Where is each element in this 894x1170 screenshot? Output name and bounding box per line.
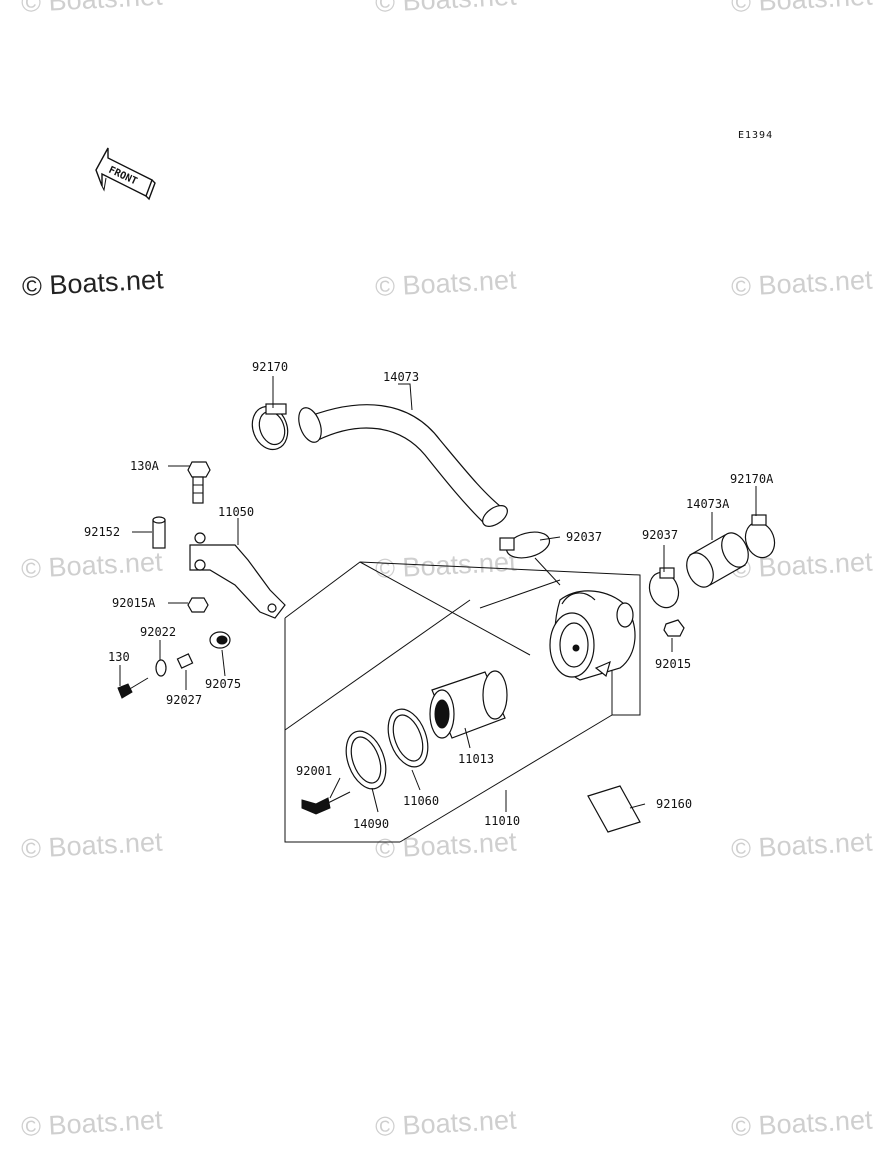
- bolt-130A: [187, 461, 211, 504]
- pad-92160: [587, 785, 641, 833]
- label-92037-center: 92037: [566, 530, 602, 544]
- label-92001: 92001: [296, 764, 332, 778]
- label-14073A: 14073A: [686, 497, 730, 511]
- wing-bolt-92001: [301, 791, 351, 815]
- collar-92027: [176, 653, 194, 669]
- label-130: 130: [108, 650, 130, 664]
- grommet-92075: [209, 631, 231, 649]
- nut-92015A: [187, 597, 209, 613]
- label-11013: 11013: [458, 752, 494, 766]
- cover-14090: [345, 730, 387, 790]
- pin-92152: [152, 516, 166, 549]
- label-11050: 11050: [218, 505, 254, 519]
- clamp-92170: [251, 403, 289, 451]
- washer-92022: [155, 659, 167, 677]
- label-92075: 92075: [205, 677, 241, 691]
- label-92015: 92015: [655, 657, 691, 671]
- front-arrow-icon: FRONT: [95, 147, 156, 201]
- label-92170: 92170: [252, 360, 288, 374]
- bolt-130: [117, 677, 149, 699]
- label-92015A: 92015A: [112, 596, 156, 610]
- hose-14073A: [686, 532, 749, 588]
- filter-element-11013: [429, 670, 508, 739]
- intake-hose-14073: [298, 404, 508, 527]
- nut-92015: [663, 619, 685, 637]
- label-14090: 14090: [353, 817, 389, 831]
- label-92027: 92027: [166, 693, 202, 707]
- label-92170A: 92170A: [730, 472, 774, 486]
- label-92152: 92152: [84, 525, 120, 539]
- clamp-92170A: [744, 514, 776, 559]
- air-silencer-body: [549, 590, 636, 681]
- label-130A: 130A: [130, 459, 160, 473]
- label-92160: 92160: [656, 797, 692, 811]
- gasket-11060: [387, 708, 429, 768]
- clamp-92037-right: [648, 567, 680, 609]
- assembly-outline: [284, 561, 641, 843]
- label-92022: 92022: [140, 625, 176, 639]
- label-11010: 11010: [484, 814, 520, 828]
- label-11060: 11060: [403, 794, 439, 808]
- clamp-92037-center: [499, 531, 551, 559]
- leader-lines: [119, 376, 757, 813]
- label-14073: 14073: [383, 370, 419, 384]
- label-92037-right: 92037: [642, 528, 678, 542]
- diagram-code: E1394: [738, 130, 774, 141]
- bracket-11050: [189, 532, 286, 619]
